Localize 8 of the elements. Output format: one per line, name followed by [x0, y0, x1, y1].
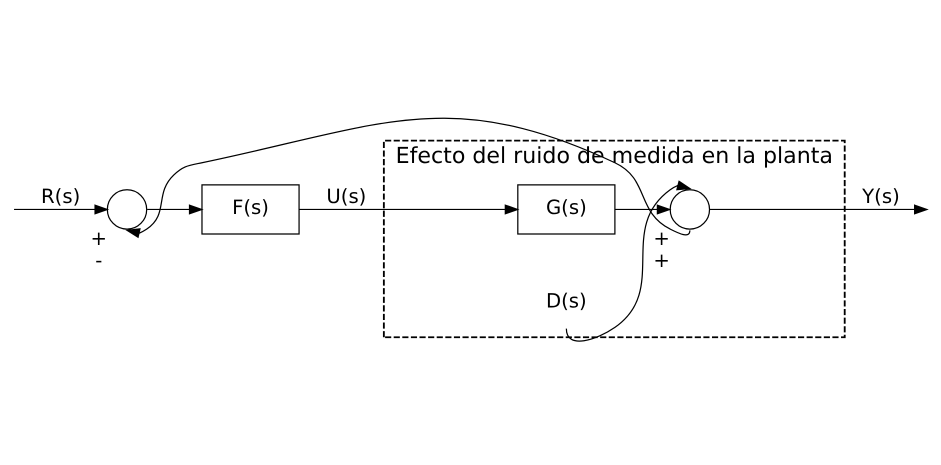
edge-label: U(s) [326, 185, 366, 208]
node-label: + [653, 248, 670, 272]
node-label: - [95, 248, 102, 272]
node-text: D(s) [546, 290, 587, 313]
node-label: + [653, 226, 670, 250]
edge-label: Y(s) [862, 185, 900, 208]
edge-label: R(s) [41, 185, 80, 208]
node-label: + [90, 226, 107, 250]
